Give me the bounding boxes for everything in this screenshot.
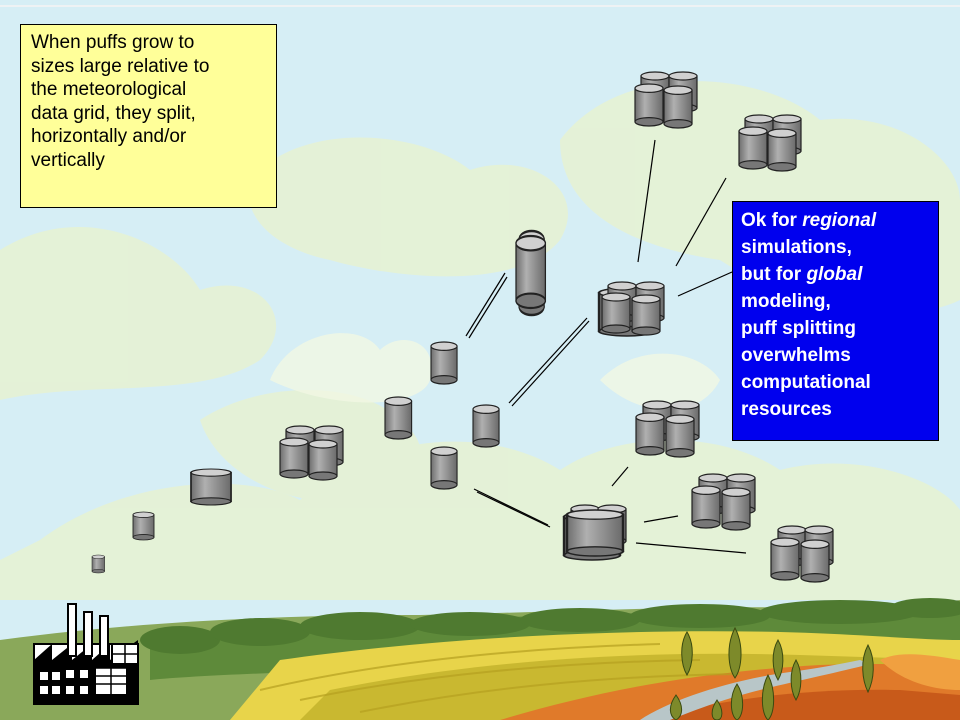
emphasis-global: global	[806, 264, 863, 285]
warning-line-4: modeling,	[741, 291, 831, 312]
warning-line-8: resources	[741, 399, 832, 420]
landscape	[0, 598, 960, 720]
warning-text: Ok for	[741, 210, 803, 231]
warning-line-6: overwhelms	[741, 345, 851, 366]
warning-line-1: Ok for regional	[741, 207, 930, 234]
warning-line-2: simulations,	[741, 237, 852, 258]
split-lines	[465, 139, 747, 554]
note-line: When puffs grow to	[31, 32, 195, 53]
note-line: data grid, they split,	[31, 102, 196, 124]
warning-line-5: puff splitting	[741, 318, 857, 339]
warning-line-3: but for global	[741, 261, 930, 288]
emphasis-regional: regional	[802, 210, 877, 231]
note-line: sizes large relative to	[31, 55, 210, 77]
warning-line-7: computational	[741, 372, 871, 393]
puff-split-note: When puffs grow to sizes large relative …	[20, 24, 277, 208]
note-line: the meteorological	[31, 79, 187, 100]
factory-icon	[33, 603, 139, 705]
resource-warning-note: Ok for regional simulations, but for glo…	[732, 201, 939, 441]
warning-text: but for	[741, 264, 807, 285]
note-line: vertically	[31, 149, 105, 171]
note-line: horizontally and/or	[31, 126, 187, 147]
